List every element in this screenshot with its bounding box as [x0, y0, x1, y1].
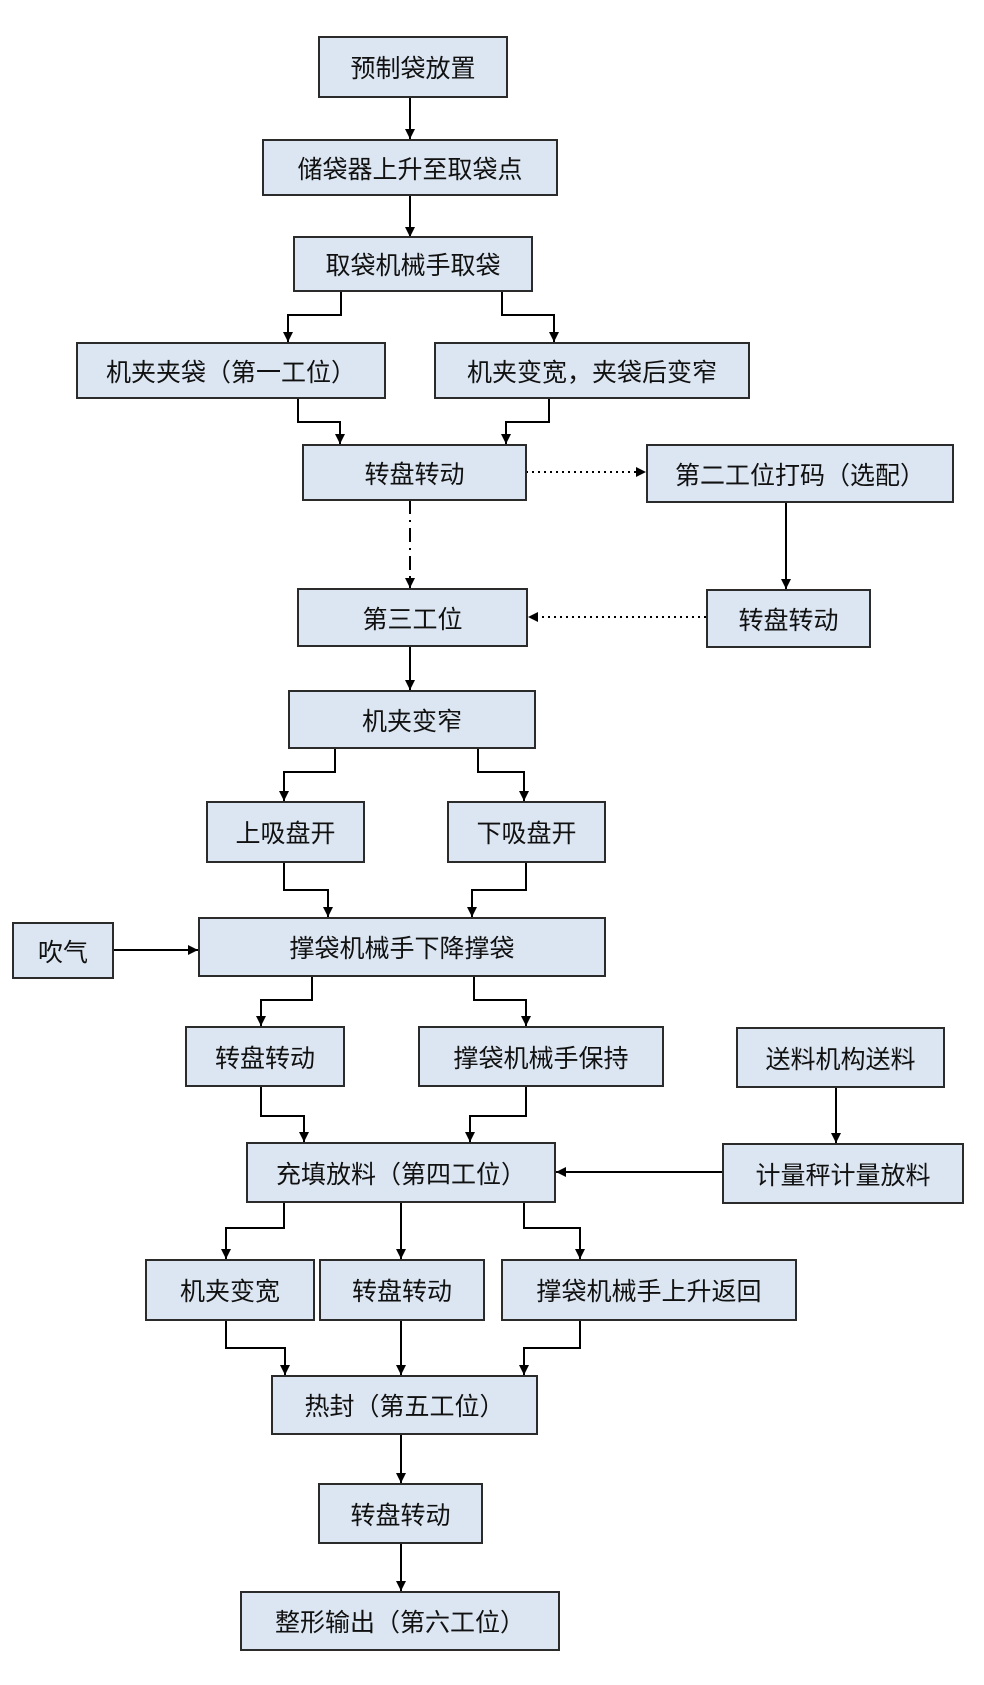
node-bag-placement: 预制袋放置 [318, 36, 508, 98]
arrow-n18-n20 [221, 1202, 285, 1259]
node-feeder-supply: 送料机构送料 [736, 1027, 945, 1088]
node-bag-opener-hold: 撑袋机械手保持 [418, 1026, 664, 1087]
node-filling-station-4: 充填放料（第四工位） [246, 1142, 556, 1203]
node-shaping-output-station-6: 整形输出（第六工位） [240, 1591, 560, 1651]
arrow-n10-n11 [279, 748, 336, 801]
arrow-n14-n16 [473, 976, 531, 1026]
arrow-n15-n18 [260, 1086, 309, 1142]
node-turntable-rotate-4: 转盘转动 [319, 1259, 485, 1321]
arrow-n3-n4 [283, 291, 342, 342]
node-turntable-rotate-2: 转盘转动 [706, 589, 871, 648]
arrow-n18-n22 [523, 1202, 585, 1259]
node-clamp-narrow: 机夹变窄 [288, 690, 536, 749]
arrow-n4-n6 [297, 398, 345, 444]
arrow-n5-n6 [501, 398, 550, 444]
node-turntable-rotate-1: 转盘转动 [302, 444, 527, 501]
node-air-blow: 吹气 [12, 922, 114, 979]
node-bag-pick-robot: 取袋机械手取袋 [293, 236, 533, 292]
arrow-n11-n14 [283, 862, 333, 917]
arrow-n14-n15 [256, 976, 313, 1026]
node-lower-suction-open: 下吸盘开 [447, 801, 606, 863]
arrow-n20-n23 [225, 1320, 290, 1375]
node-bag-storage-rise: 储袋器上升至取袋点 [262, 139, 558, 196]
node-station-3: 第三工位 [297, 588, 528, 647]
node-clamp-bag-station-1: 机夹夹袋（第一工位） [76, 342, 386, 399]
node-heat-seal-station-5: 热封（第五工位） [271, 1375, 538, 1435]
node-upper-suction-open: 上吸盘开 [206, 801, 365, 863]
node-clamp-widen-narrow: 机夹变宽，夹袋后变窄 [434, 342, 750, 399]
node-turntable-rotate-5: 转盘转动 [318, 1483, 483, 1544]
node-turntable-rotate-3: 转盘转动 [185, 1026, 345, 1087]
node-clamp-widen: 机夹变宽 [145, 1259, 315, 1321]
node-station-2-coding: 第二工位打码（选配） [646, 444, 954, 503]
arrow-n16-n18 [465, 1086, 527, 1142]
arrow-n12-n14 [467, 862, 527, 917]
arrow-n22-n23 [519, 1320, 581, 1375]
node-scale-dosing: 计量秤计量放料 [722, 1143, 964, 1204]
node-bag-opener-descend: 撑袋机械手下降撑袋 [198, 917, 606, 977]
node-bag-opener-return: 撑袋机械手上升返回 [501, 1259, 797, 1321]
arrow-n3-n5 [501, 291, 559, 342]
arrow-n10-n12 [477, 748, 529, 801]
